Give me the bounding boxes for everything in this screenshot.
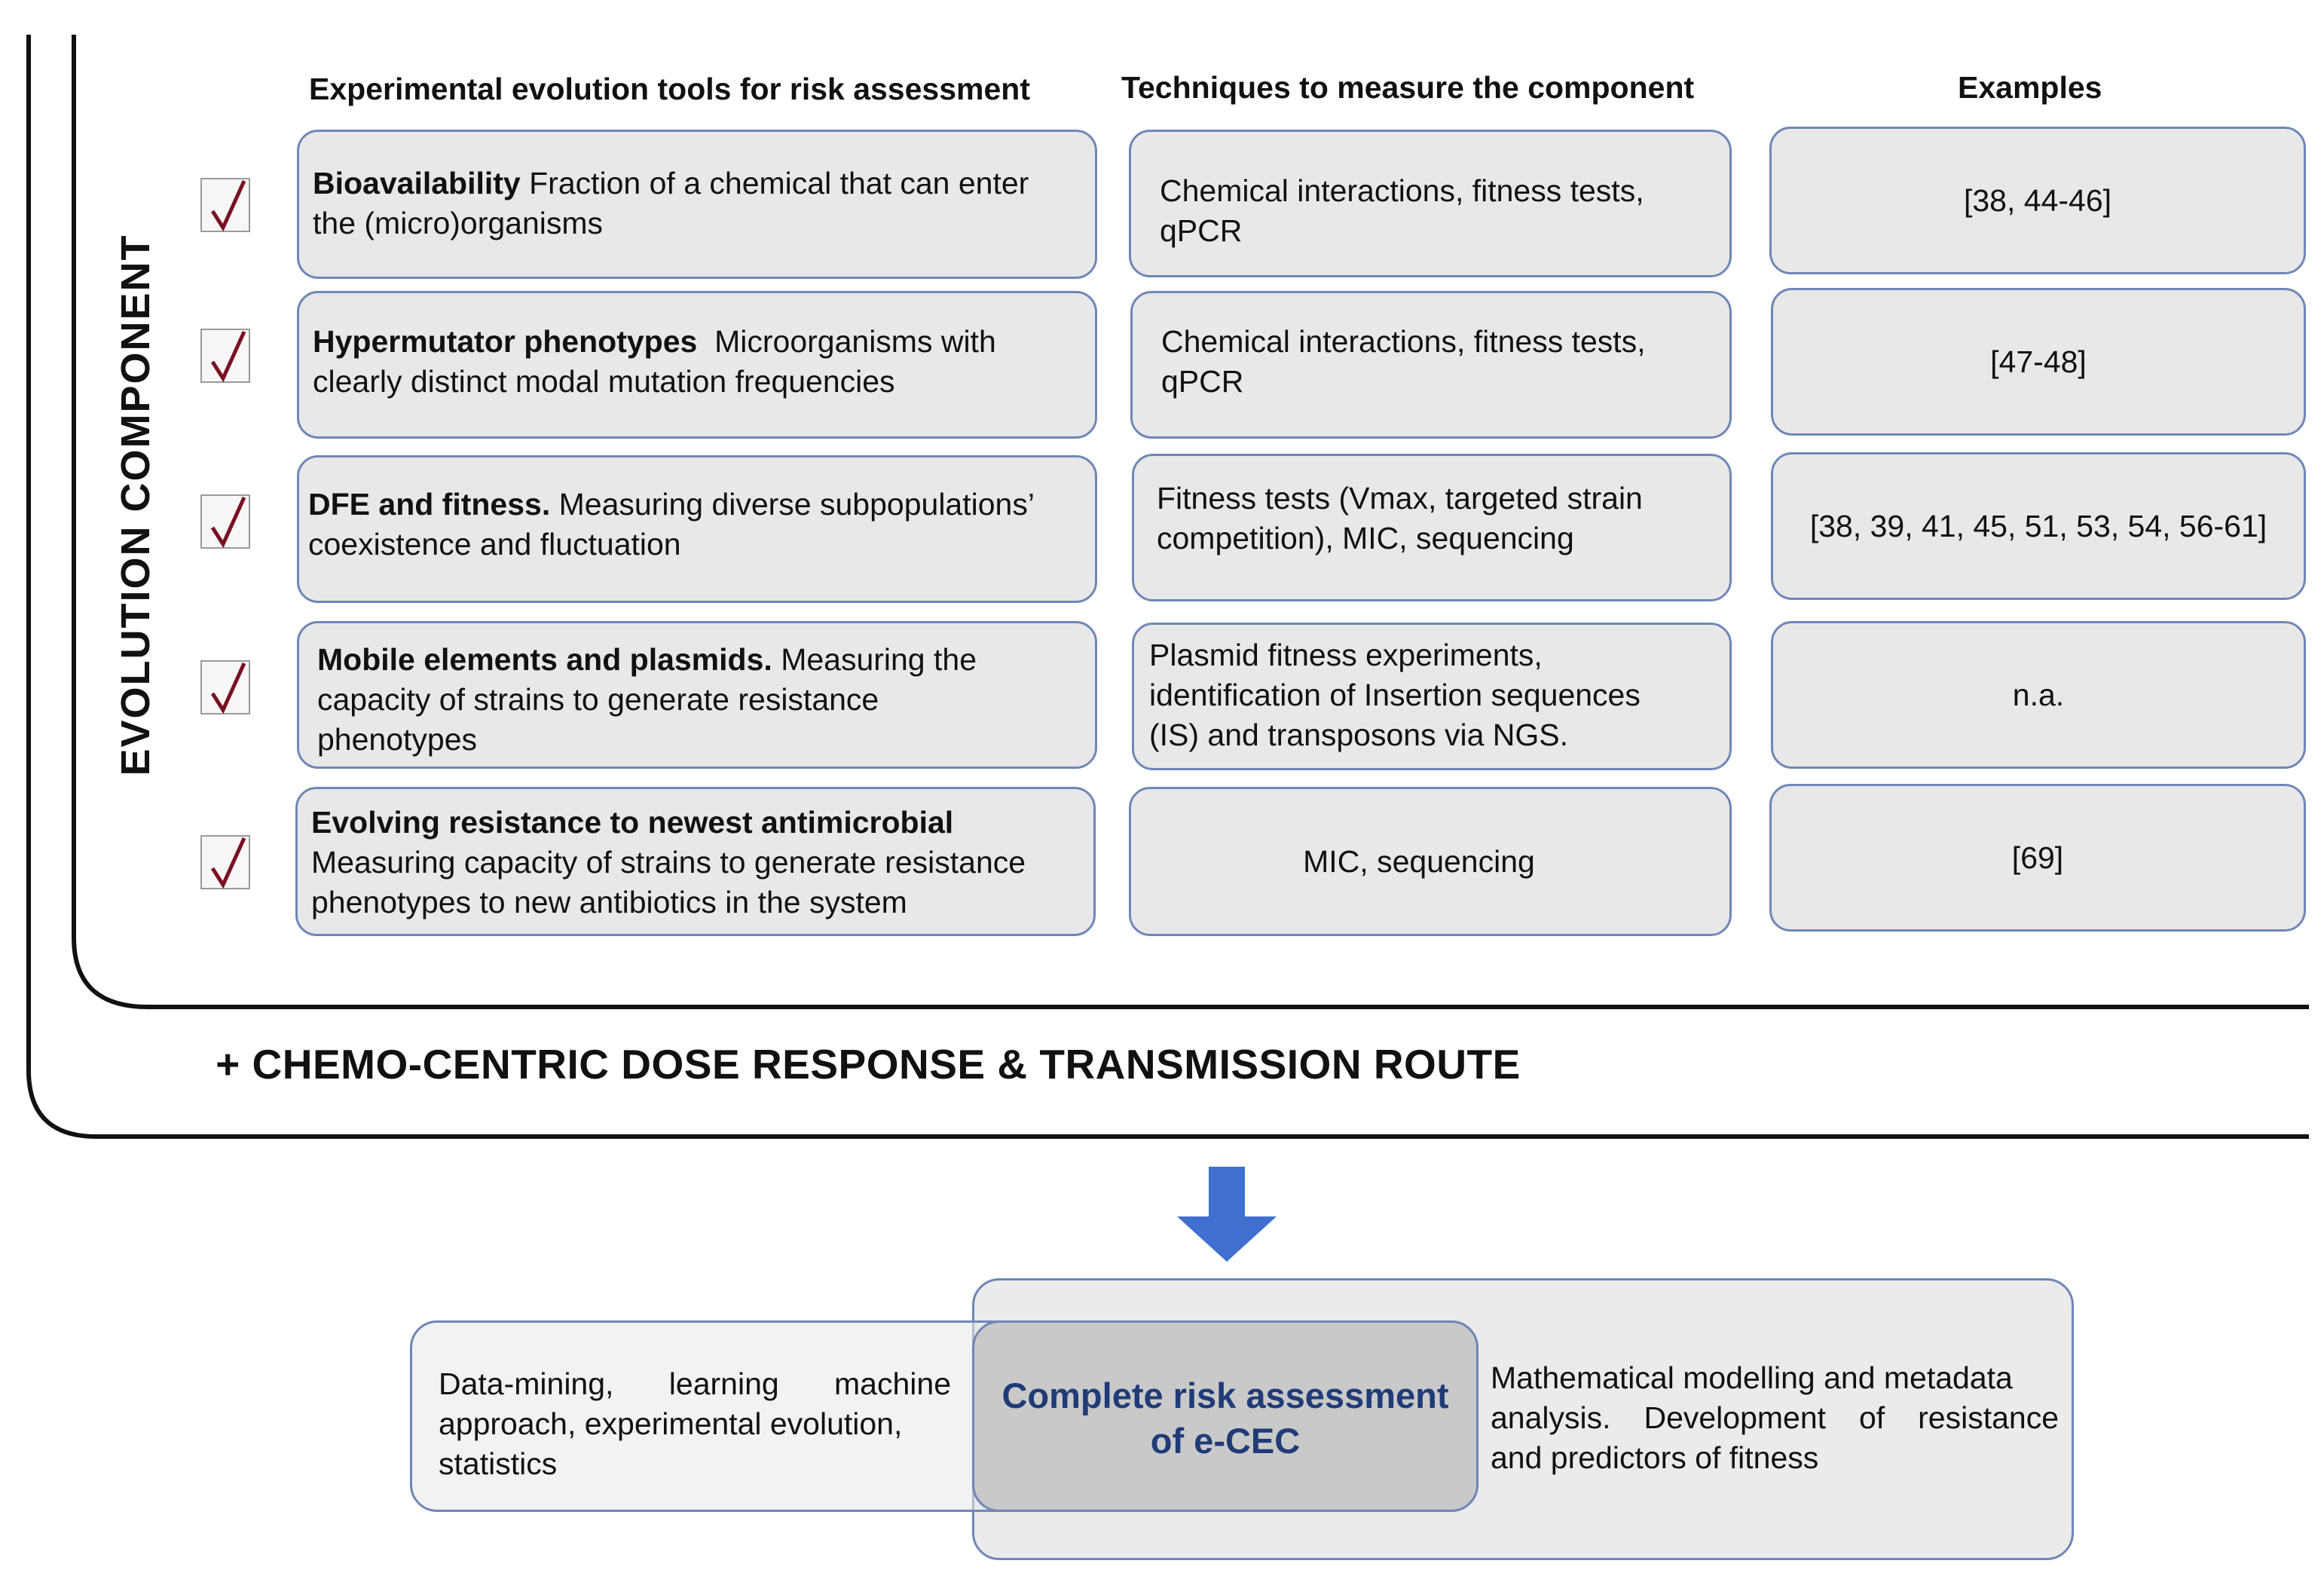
header-tools: Experimental evolution tools for risk as… [309,72,1030,106]
outcome-right-line: analysis. Development of resistance [1491,1400,2059,1435]
examples-text: [69] [2011,840,2064,875]
technique-text: qPCR [1160,213,1243,248]
tool-title: Mobile elements and plasmids. [317,642,772,677]
outcome-right-line: and predictors of fitness [1491,1440,1819,1475]
outcome-left-line: statistics [439,1446,558,1481]
tool-box-hypermutator: Hypermutator phenotypes Microorganisms w… [297,291,1097,439]
header-examples: Examples [1958,70,2102,105]
outcome-center-line: of e-CEC [1150,1421,1301,1461]
outcome-left-line: approach, experimental evolution, [439,1406,903,1441]
tool-box-mobile-elements: Mobile elements and plasmids. Measuring … [297,621,1097,769]
header-techniques: Techniques to measure the component [1121,70,1695,105]
tool-desc: Measuring the [781,642,977,677]
technique-text: MIC, sequencing [1303,843,1535,879]
tool-desc: phenotypes [317,722,478,757]
technique-text: Plasmid fitness experiments, [1149,638,1543,672]
tool-desc: Microorganisms with [714,324,996,359]
technique-text: Fitness tests (Vmax, targeted strain [1157,481,1643,516]
technique-box: Fitness tests (Vmax, targeted strain com… [1132,454,1732,601]
technique-box: MIC, sequencing [1129,787,1732,936]
examples-text: [38, 39, 41, 45, 51, 53, 54, 56-61] [1809,508,2267,543]
tool-desc: Measuring capacity of strains to generat… [311,845,1026,880]
down-arrow-icon [1177,1167,1277,1262]
evolution-component-label: EVOLUTION COMPONENT [113,234,158,776]
technique-box: Chemical interactions, fitness tests, qP… [1130,291,1732,439]
tool-title: Bioavailability [313,166,521,200]
outcome-right-line: Mathematical modelling and metadata [1491,1360,2013,1395]
checkbox-checked-icon [200,835,250,889]
examples-box: [38, 44-46] [1769,127,2306,274]
technique-text: Chemical interactions, fitness tests, [1160,173,1644,208]
inner-bracket-line [72,35,2309,1009]
outer-bracket-line [26,35,2309,1139]
examples-text: [47-48] [1990,344,2087,379]
checkbox-checked-icon [200,329,250,383]
technique-text: qPCR [1161,364,1244,399]
technique-text: Chemical interactions, fitness tests, [1161,324,1646,359]
examples-box: [47-48] [1771,288,2306,436]
outcome-left-line: Data-mining, learning machine [439,1366,951,1401]
tool-desc: coexistence and fluctuation [308,527,681,562]
outcome-right-text: Mathematical modelling and metadata anal… [1491,1358,2059,1478]
tool-title: Hypermutator phenotypes [313,324,698,359]
technique-box: Plasmid fitness experiments, identificat… [1132,623,1732,770]
examples-text: n.a. [2012,677,2065,712]
tool-desc: capacity of strains to generate resistan… [317,682,879,717]
outcome-center-line: Complete risk assessment [1001,1375,1449,1415]
tool-desc: Fraction of a chemical that can enter [529,166,1029,200]
chemo-centric-label: + CHEMO-CENTRIC DOSE RESPONSE & TRANSMIS… [216,1041,1521,1088]
tool-desc: Measuring diverse subpopulations’ [558,487,1035,522]
tool-desc: phenotypes to new antibiotics in the sys… [311,885,907,920]
examples-box: [69] [1769,784,2306,932]
checkbox-checked-icon [200,494,250,549]
checkbox-checked-icon [200,660,250,715]
examples-text: [38, 44-46] [1963,182,2112,218]
tool-box-dfe-fitness: DFE and fitness. Measuring diverse subpo… [297,455,1097,603]
tool-box-evolving-resistance: Evolving resistance to newest antimicrob… [295,787,1096,936]
examples-box: n.a. [1771,621,2306,769]
outcome-center-box [972,1320,1478,1512]
tool-box-bioavailability: Bioavailability Fraction of a chemical t… [297,130,1097,279]
tool-title: DFE and fitness. [308,487,551,522]
tool-desc: clearly distinct modal mutation frequenc… [313,364,895,399]
technique-text: (IS) and transposons via NGS. [1149,718,1569,752]
tool-desc: the (micro)organisms [313,206,604,240]
technique-text: identification of Insertion sequences [1149,678,1641,712]
tool-title: Evolving resistance to newest antimicrob… [311,805,954,840]
technique-text: competition), MIC, sequencing [1157,521,1574,555]
technique-box: Chemical interactions, fitness tests, qP… [1129,130,1732,277]
outcome-center-text: Complete risk assessment of e-CEC [977,1373,1474,1464]
examples-box: [38, 39, 41, 45, 51, 53, 54, 56-61] [1771,452,2306,600]
checkbox-checked-icon [200,178,250,232]
outcome-left-text: Data-mining, learning machine approach, … [439,1364,951,1484]
